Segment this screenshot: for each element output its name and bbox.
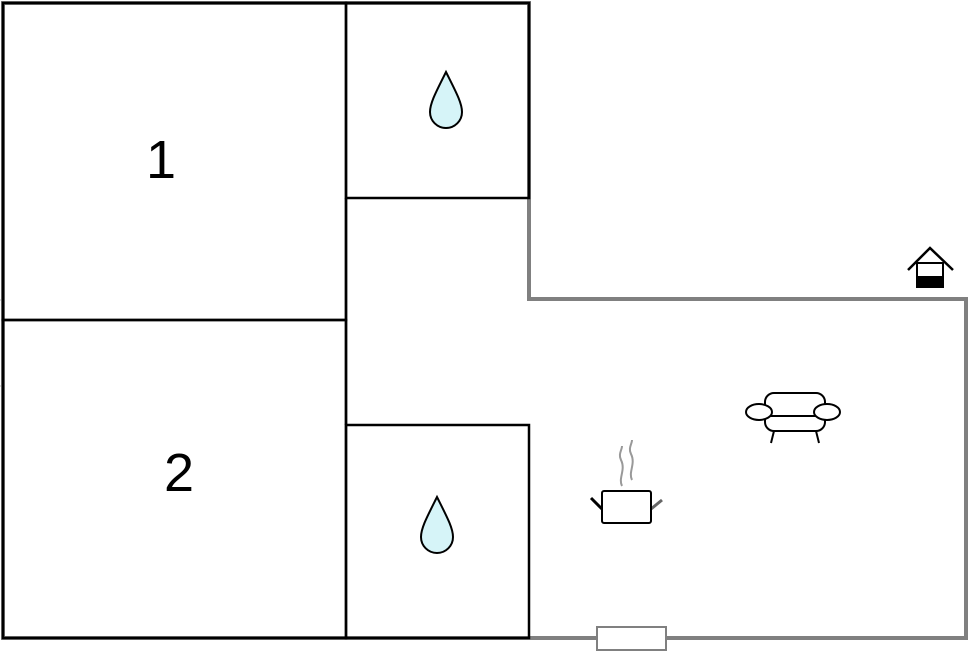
door-icon[interactable]	[596, 626, 667, 651]
room-2-label: 2	[164, 443, 194, 503]
water-drop-icon	[419, 494, 455, 554]
bathroom-top[interactable]	[344, 1, 531, 200]
water-drop-icon	[428, 69, 464, 129]
cooking-pot-icon	[589, 439, 663, 524]
bathroom-bottom[interactable]	[344, 423, 531, 640]
house-entrance-icon	[907, 246, 954, 288]
room-1-label: 1	[146, 130, 176, 190]
sofa-icon	[745, 392, 841, 444]
